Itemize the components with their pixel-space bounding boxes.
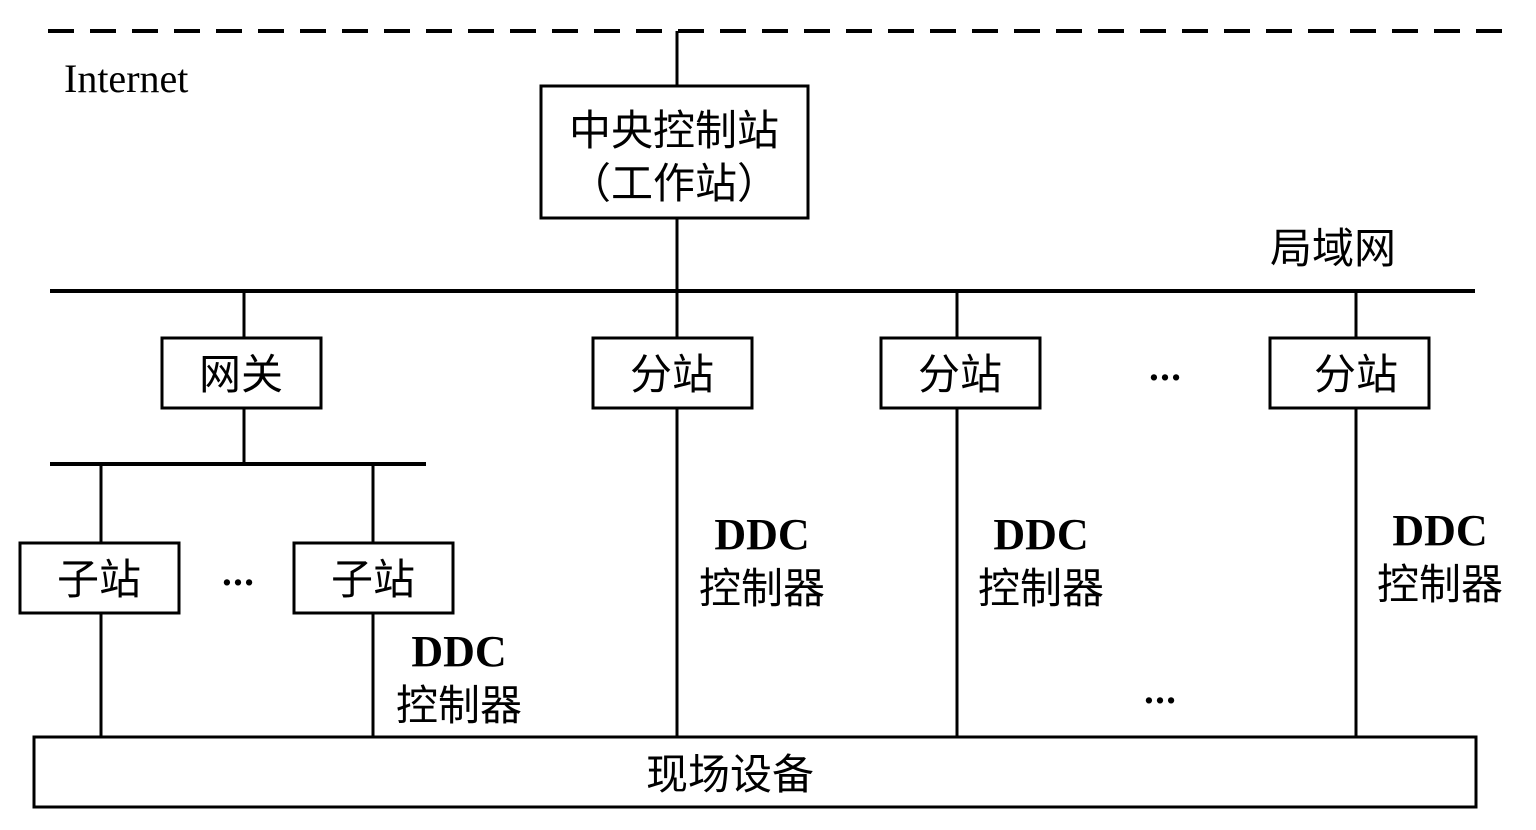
branch-station-2[interactable]: 分站 — [879, 336, 1042, 410]
gateway-label: 网关 — [199, 350, 283, 399]
ddc-controller-ellipsis: … — [1143, 672, 1177, 712]
ddc-label: DDC — [411, 627, 506, 676]
gateway-box[interactable] — [160, 336, 323, 410]
branch-station-1-box[interactable] — [591, 336, 754, 410]
controller-label: 控制器 — [396, 681, 522, 730]
central-control-station[interactable]: 中央控制站 （工作站） — [539, 84, 810, 220]
branch-station-1[interactable]: 分站 — [591, 336, 754, 410]
central-control-station-title: 中央控制站 — [569, 106, 779, 155]
ddc-label: DDC — [993, 510, 1088, 559]
field-equipment-box[interactable] — [32, 735, 1478, 809]
ddc-label: DDC — [1392, 506, 1487, 555]
branch-station-3-label: 分站 — [1314, 350, 1398, 399]
substation-ellipsis: … — [221, 554, 255, 594]
ddc-controller-branch-3: DDC 控制器 — [1377, 506, 1503, 609]
central-control-station-subtitle: （工作站） — [569, 159, 779, 208]
substation-1-label: 子站 — [57, 555, 141, 604]
substation-2-label: 子站 — [331, 555, 415, 604]
field-equipment[interactable]: 现场设备 — [32, 735, 1478, 809]
branch-station-ellipsis: … — [1148, 349, 1182, 389]
gateway-node[interactable]: 网关 — [160, 336, 323, 410]
internet-label: Internet — [64, 56, 188, 101]
ddc-controller-substation-2: DDC 控制器 — [396, 627, 522, 730]
ddc-label: DDC — [714, 510, 809, 559]
substation-1[interactable]: 子站 — [18, 541, 181, 615]
branch-station-3-box[interactable] — [1268, 336, 1431, 410]
substation-2[interactable]: 子站 — [292, 541, 455, 615]
ddc-controller-branch-1: DDC 控制器 — [699, 510, 825, 613]
controller-label: 控制器 — [699, 564, 825, 613]
substation-2-box[interactable] — [292, 541, 455, 615]
branch-station-1-label: 分站 — [630, 350, 714, 399]
central-control-station-box[interactable] — [539, 84, 810, 220]
lan-label: 局域网 — [1270, 224, 1396, 273]
field-equipment-label: 现场设备 — [646, 750, 814, 799]
controller-label: 控制器 — [978, 564, 1104, 613]
branch-station-2-label: 分站 — [918, 350, 1002, 399]
branch-station-3[interactable]: 分站 — [1268, 336, 1431, 410]
branch-station-2-box[interactable] — [879, 336, 1042, 410]
controller-label: 控制器 — [1377, 560, 1503, 609]
ddc-controller-branch-2: DDC 控制器 — [978, 510, 1104, 613]
